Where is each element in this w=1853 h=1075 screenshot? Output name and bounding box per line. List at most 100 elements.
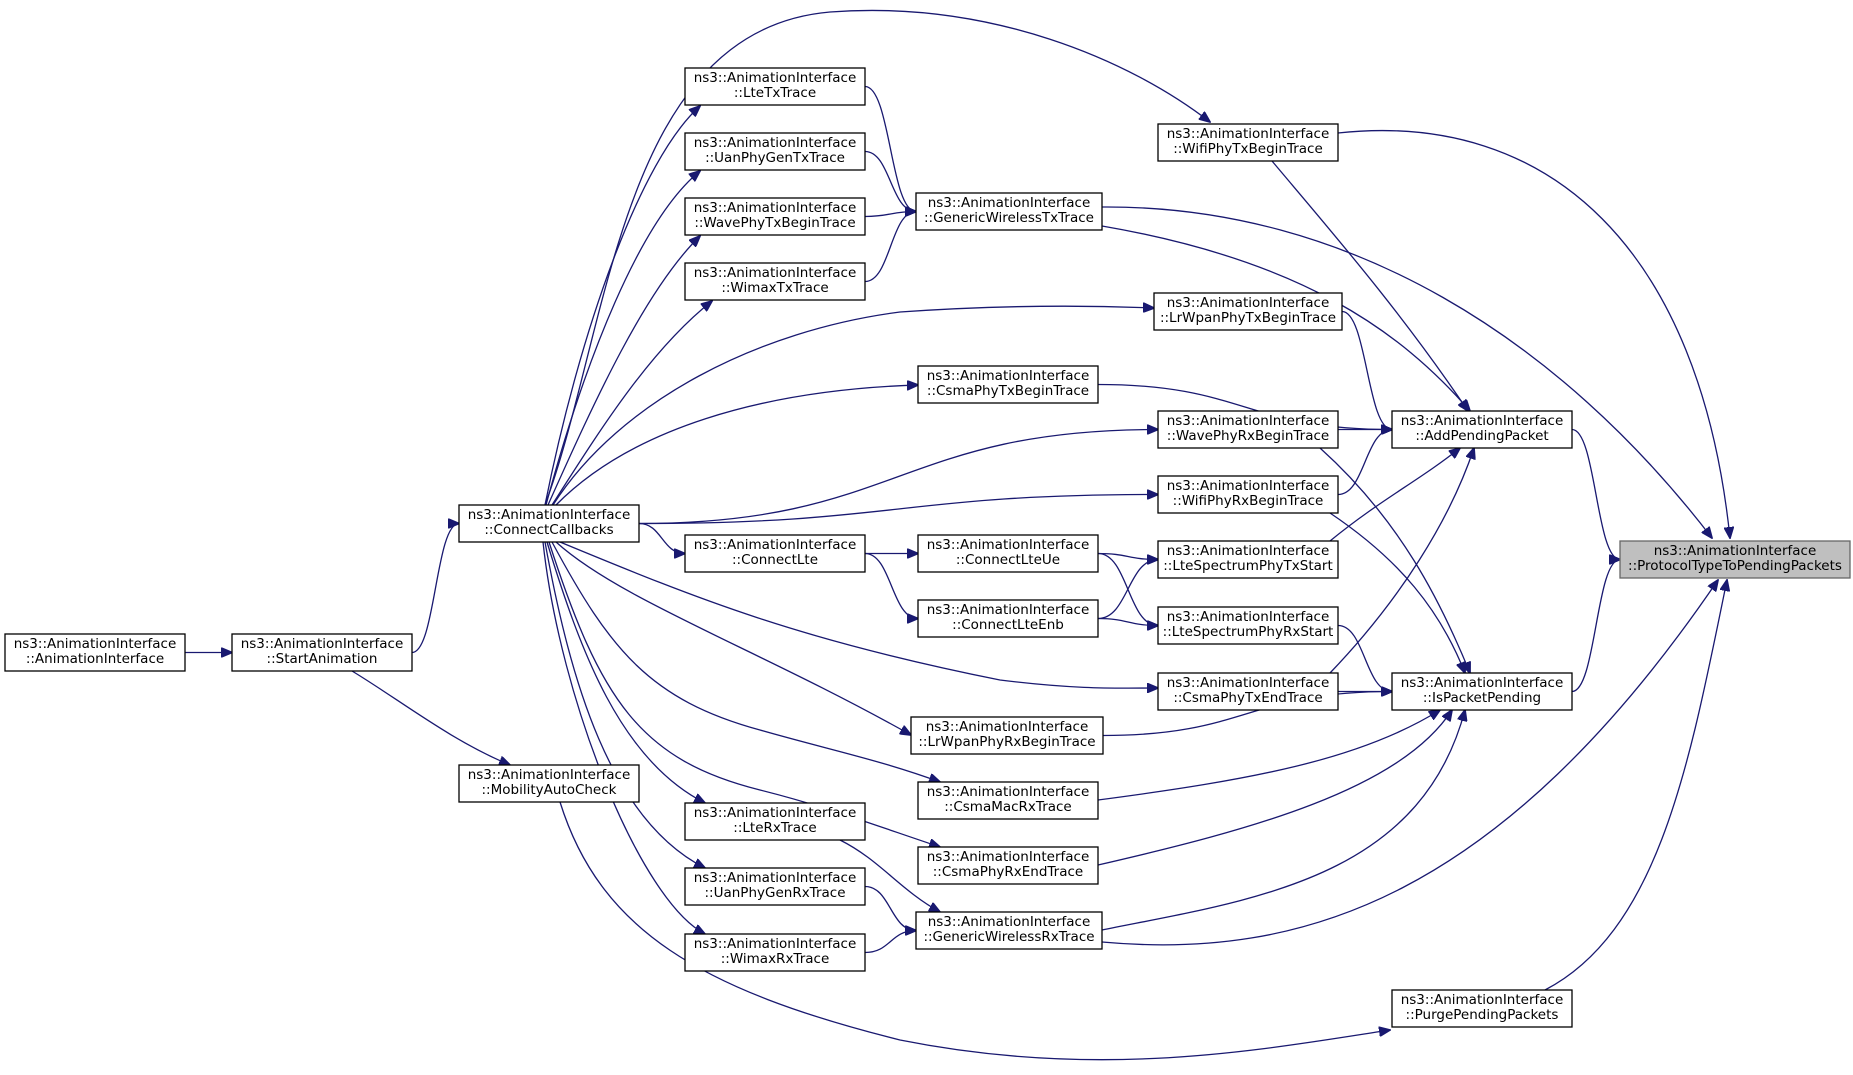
edge-lte-spectrum-phy-rx-start-to-is-packet-pending: [1337, 624, 1392, 692]
node-namespace-label: ns3::AnimationInterface: [1167, 675, 1330, 691]
node-box: [1391, 672, 1573, 711]
node-method-label: ::CsmaPhyTxBeginTrace: [927, 383, 1089, 399]
node-connect-callbacks[interactable]: ns3::AnimationInterface::ConnectCallback…: [458, 504, 640, 543]
edge-connect-lte-enb-to-lte-spectrum-phy-rx-start: [1097, 617, 1158, 626]
node-method-label: ::AnimationInterface: [26, 651, 164, 667]
node-box: [684, 802, 866, 841]
node-namespace-label: ns3::AnimationInterface: [1167, 543, 1330, 559]
edge-generic-wireless-rx-trace-to-protocol-type-to-pending-packets: [1101, 580, 1718, 946]
node-method-label: ::LrWpanPhyTxBeginTrace: [1160, 310, 1336, 326]
node-wifi-phy-rx-begin-trace[interactable]: ns3::AnimationInterface::WifiPhyRxBeginT…: [1157, 475, 1339, 514]
edge-connect-callbacks-to-lte-rx-trace: [546, 541, 705, 803]
edge-add-pending-packet-to-protocol-type-to-pending-packets: [1571, 428, 1620, 560]
node-uan-phy-gen-rx-trace[interactable]: ns3::AnimationInterface::UanPhyGenRxTrac…: [684, 867, 866, 906]
node-box: [1619, 540, 1851, 579]
node-box: [917, 534, 1099, 573]
node-animation-interface-ctor[interactable]: ns3::AnimationInterface::AnimationInterf…: [4, 633, 186, 672]
node-generic-wireless-tx-trace[interactable]: ns3::AnimationInterface::GenericWireless…: [915, 192, 1103, 231]
edge-connect-callbacks-to-lr-wpan-phy-rx-begin-trace: [555, 541, 911, 735]
node-method-label: ::LteTxTrace: [734, 85, 816, 101]
edge-uan-phy-gen-tx-trace-to-generic-wireless-tx-trace: [864, 150, 916, 212]
node-connect-lte-ue[interactable]: ns3::AnimationInterface::ConnectLteUe: [917, 534, 1099, 573]
node-box: [1391, 410, 1573, 449]
node-namespace-label: ns3::AnimationInterface: [928, 195, 1091, 211]
edge-connect-callbacks-to-csma-mac-rx-trace: [551, 541, 940, 782]
node-wimax-rx-trace[interactable]: ns3::AnimationInterface::WimaxRxTrace: [684, 933, 866, 972]
node-purge-pending-packets[interactable]: ns3::AnimationInterface::PurgePendingPac…: [1391, 989, 1573, 1028]
node-box: [684, 197, 866, 236]
node-csma-phy-tx-end-trace[interactable]: ns3::AnimationInterface::CsmaPhyTxEndTra…: [1157, 672, 1339, 711]
edge-connect-callbacks-to-wave-phy-tx-begin-trace: [547, 236, 700, 506]
edge-is-packet-pending-to-protocol-type-to-pending-packets: [1571, 560, 1620, 693]
node-box: [684, 867, 866, 906]
node-lr-wpan-phy-tx-begin-trace[interactable]: ns3::AnimationInterface::LrWpanPhyTxBegi…: [1153, 292, 1343, 331]
node-lr-wpan-phy-rx-begin-trace[interactable]: ns3::AnimationInterface::LrWpanPhyRxBegi…: [910, 716, 1104, 755]
node-box: [1391, 989, 1573, 1028]
edge-connect-lte-to-connect-lte-enb: [864, 552, 918, 619]
node-method-label: ::UanPhyGenTxTrace: [705, 150, 845, 166]
node-method-label: ::WavePhyTxBeginTrace: [694, 215, 855, 231]
node-namespace-label: ns3::AnimationInterface: [1167, 609, 1330, 625]
node-lte-spectrum-phy-rx-start[interactable]: ns3::AnimationInterface::LteSpectrumPhyR…: [1157, 606, 1339, 645]
node-namespace-label: ns3::AnimationInterface: [694, 135, 857, 151]
edge-connect-callbacks-to-uan-phy-gen-rx-trace: [544, 541, 705, 868]
edge-wave-phy-rx-begin-trace-to-is-packet-pending: [1319, 447, 1470, 673]
node-generic-wireless-rx-trace[interactable]: ns3::AnimationInterface::GenericWireless…: [915, 911, 1103, 950]
edge-lr-wpan-phy-tx-begin-trace-to-add-pending-packet: [1341, 310, 1392, 430]
node-lte-rx-trace[interactable]: ns3::AnimationInterface::LteRxTrace: [684, 802, 866, 841]
node-namespace-label: ns3::AnimationInterface: [927, 537, 1090, 553]
node-wifi-phy-tx-begin-trace[interactable]: ns3::AnimationInterface::WifiPhyTxBeginT…: [1157, 123, 1339, 162]
node-method-label: ::ConnectLteEnb: [952, 617, 1064, 633]
node-method-label: ::ConnectLte: [732, 552, 818, 568]
node-uan-phy-gen-tx-trace[interactable]: ns3::AnimationInterface::UanPhyGenTxTrac…: [684, 132, 866, 171]
node-box: [1157, 410, 1339, 449]
node-is-packet-pending[interactable]: ns3::AnimationInterface::IsPacketPending: [1391, 672, 1573, 711]
edge-wifi-phy-rx-begin-trace-to-is-packet-pending: [1329, 512, 1465, 673]
node-method-label: ::PurgePendingPackets: [1406, 1007, 1559, 1023]
node-method-label: ::CsmaPhyRxEndTrace: [933, 864, 1084, 880]
edge-connect-callbacks-to-wifi-phy-tx-begin-trace: [544, 9, 1210, 506]
node-connect-lte-enb[interactable]: ns3::AnimationInterface::ConnectLteEnb: [917, 599, 1099, 638]
node-namespace-label: ns3::AnimationInterface: [1401, 413, 1564, 429]
node-start-animation[interactable]: ns3::AnimationInterface::StartAnimation: [231, 633, 413, 672]
edge-connect-lte-enb-to-lte-spectrum-phy-tx-start: [1097, 560, 1158, 620]
node-protocol-type-to-pending-packets[interactable]: ns3::AnimationInterface::ProtocolTypeToP…: [1619, 540, 1851, 579]
edge-lte-rx-trace-to-generic-wireless-rx-trace: [839, 839, 940, 912]
node-namespace-label: ns3::AnimationInterface: [694, 265, 857, 281]
edge-generic-wireless-rx-trace-to-is-packet-pending: [1101, 710, 1465, 931]
node-csma-mac-rx-trace[interactable]: ns3::AnimationInterface::CsmaMacRxTrace: [917, 781, 1099, 820]
node-box: [458, 764, 640, 803]
edge-connect-callbacks-to-wimax-rx-trace: [542, 541, 705, 934]
node-box: [231, 633, 413, 672]
node-namespace-label: ns3::AnimationInterface: [468, 767, 631, 783]
edge-lte-spectrum-phy-tx-start-to-add-pending-packet: [1329, 448, 1460, 542]
edge-csma-phy-tx-end-trace-to-add-pending-packet: [1329, 448, 1474, 674]
node-namespace-label: ns3::AnimationInterface: [1654, 543, 1817, 559]
node-box: [917, 781, 1099, 820]
edge-csma-mac-rx-trace-to-is-packet-pending: [1097, 710, 1440, 801]
node-lte-spectrum-phy-tx-start[interactable]: ns3::AnimationInterface::LteSpectrumPhyT…: [1157, 540, 1339, 579]
edge-wifi-phy-tx-begin-trace-to-add-pending-packet: [1271, 160, 1468, 411]
node-method-label: ::AddPendingPacket: [1415, 428, 1548, 444]
node-method-label: ::IsPacketPending: [1423, 690, 1541, 706]
node-box: [684, 132, 866, 171]
node-csma-phy-rx-end-trace[interactable]: ns3::AnimationInterface::CsmaPhyRxEndTra…: [917, 846, 1099, 885]
node-method-label: ::UanPhyGenRxTrace: [705, 885, 846, 901]
node-method-label: ::WifiPhyRxBeginTrace: [1173, 493, 1324, 509]
node-csma-phy-tx-begin-trace[interactable]: ns3::AnimationInterface::CsmaPhyTxBeginT…: [917, 365, 1099, 404]
node-wave-phy-tx-begin-trace[interactable]: ns3::AnimationInterface::WavePhyTxBeginT…: [684, 197, 866, 236]
edge-wimax-tx-trace-to-generic-wireless-tx-trace: [864, 212, 916, 283]
node-add-pending-packet[interactable]: ns3::AnimationInterface::AddPendingPacke…: [1391, 410, 1573, 449]
node-wave-phy-rx-begin-trace[interactable]: ns3::AnimationInterface::WavePhyRxBeginT…: [1157, 410, 1339, 449]
node-wimax-tx-trace[interactable]: ns3::AnimationInterface::WimaxTxTrace: [684, 262, 866, 301]
edge-csma-phy-tx-begin-trace-to-add-pending-packet: [1097, 383, 1392, 430]
node-namespace-label: ns3::AnimationInterface: [928, 914, 1091, 930]
node-method-label: ::LteSpectrumPhyRxStart: [1163, 624, 1334, 640]
node-connect-lte[interactable]: ns3::AnimationInterface::ConnectLte: [684, 534, 866, 573]
node-namespace-label: ns3::AnimationInterface: [694, 70, 857, 86]
node-box: [684, 534, 866, 573]
node-mobility-auto-check[interactable]: ns3::AnimationInterface::MobilityAutoChe…: [458, 764, 640, 803]
edge-connect-callbacks-to-wimax-tx-trace: [551, 301, 712, 506]
edge-connect-callbacks-to-lte-tx-trace: [544, 106, 700, 506]
node-lte-tx-trace[interactable]: ns3::AnimationInterface::LteTxTrace: [684, 67, 866, 106]
